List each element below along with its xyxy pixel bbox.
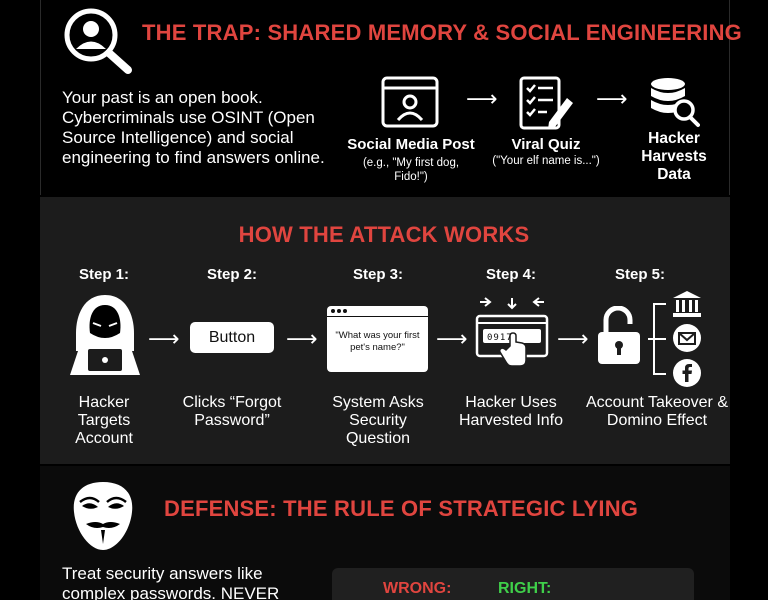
quiz-checklist-icon: [519, 76, 573, 130]
step-label: Step 3:: [352, 266, 403, 283]
trap-title: THE TRAP: SHARED MEMORY & SOCIAL ENGINEE…: [142, 20, 742, 45]
defense-body: Treat security answers like complex pass…: [62, 564, 280, 600]
facebook-icon: [673, 359, 701, 387]
step-caption: Hacker Uses Harvested Info: [458, 394, 564, 429]
step-label: Step 5:: [614, 266, 665, 283]
wrong-right-comparison: [332, 568, 694, 600]
step-caption: System Asks Security Question: [332, 394, 424, 447]
flow-label-social: Social Media Post (e.g., "My first dog, …: [343, 136, 479, 184]
domino-branch-lines: [648, 303, 666, 375]
step-caption: Clicks “Forgot Password”: [182, 394, 282, 429]
flow-label: Viral Quiz: [511, 136, 581, 153]
bank-icon: [673, 291, 701, 317]
step-arrow: ⟶: [148, 326, 180, 351]
wrong-label: WRONG:: [383, 580, 452, 597]
password-entry-icon: [475, 297, 549, 367]
step-caption: Hacker Targets Account: [75, 394, 133, 447]
attack-title: HOW THE ATTACK WORKS: [238, 222, 530, 247]
flow-arrow: ⟶: [466, 86, 498, 111]
defense-title: DEFENSE: THE RULE OF STRATEGIC LYING: [164, 496, 639, 521]
trap-body: Your past is an open book. Cybercriminal…: [62, 88, 325, 167]
step-caption: Account Takeover & Domino Effect: [585, 394, 728, 429]
step-arrow: ⟶: [286, 326, 318, 351]
user-search-icon: [64, 8, 132, 74]
security-question-window-icon: "What was your first pet's name?": [327, 306, 428, 372]
flow-label-quiz: Viral Quiz ("Your elf name is..."): [478, 136, 614, 168]
anonymous-mask-icon: [73, 482, 133, 550]
forgot-password-button-illustration: Button: [190, 322, 274, 353]
step-arrow: ⟶: [436, 326, 468, 351]
trap-panel: [40, 0, 730, 195]
step-label: Step 1:: [78, 266, 129, 283]
flow-arrow: ⟶: [596, 86, 628, 111]
flow-sub: ("Your elf name is..."): [492, 155, 600, 167]
flow-sub: (e.g., "My first dog, Fido!"): [362, 157, 460, 183]
social-post-icon: [381, 76, 439, 128]
step-label: Step 4:: [485, 266, 536, 283]
password-mask: 0917: [487, 333, 513, 343]
flow-label-harvest: Hacker Harvests Data: [641, 130, 707, 183]
email-icon: [673, 324, 701, 352]
hooded-hacker-icon: [70, 295, 140, 375]
step-label: Step 2:: [206, 266, 257, 283]
security-question-text: "What was your first pet's name?": [335, 330, 420, 353]
right-label: RIGHT:: [498, 580, 552, 597]
step-arrow: ⟶: [557, 326, 589, 351]
database-search-icon: [651, 78, 700, 127]
unlocked-padlock-icon: [598, 306, 640, 364]
flow-label: Social Media Post: [347, 136, 475, 153]
